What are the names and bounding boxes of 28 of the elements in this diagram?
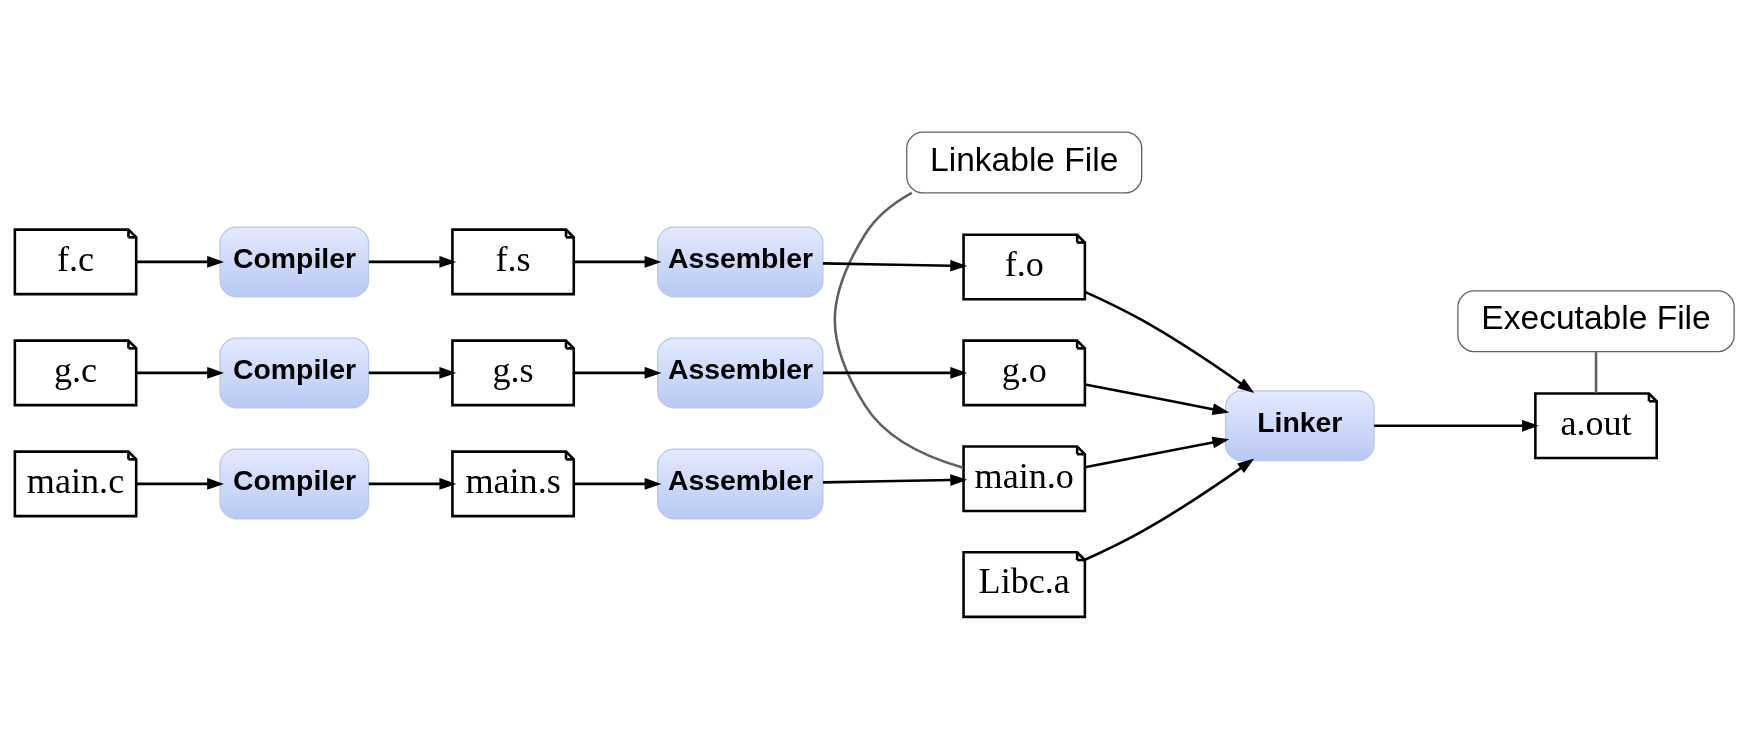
connector [833,191,964,469]
arrow [822,367,967,379]
node-box: Assembler [656,337,823,409]
arrow [135,367,224,379]
arrow [1083,458,1254,561]
node-box: Assembler [656,226,823,298]
arrow [573,478,661,490]
node-box: Assembler [656,448,823,520]
arrow [573,256,661,268]
arrow [1084,436,1229,469]
arrow [135,478,224,490]
arrow [1084,383,1229,415]
arrow [368,367,456,379]
node-box: Compiler [218,448,369,520]
connector [1594,352,1597,394]
arrow [368,478,456,490]
arrow [573,367,661,379]
arrow [135,256,224,268]
node-box: Linker [1224,390,1375,462]
arrow [368,256,456,268]
arrow [822,474,967,486]
node-box: Compiler [218,337,369,409]
node-box: Executable File [1456,290,1735,353]
arrow [822,259,967,272]
arrow [1083,290,1254,394]
node-box: Linkable File [905,131,1142,194]
arrow [1373,419,1539,432]
node-box: Compiler [218,226,369,298]
